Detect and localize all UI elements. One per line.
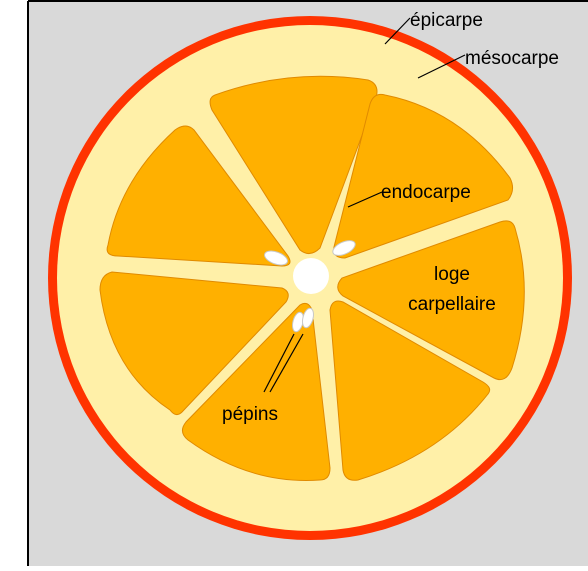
label-mesocarpe: mésocarpe: [465, 48, 559, 69]
label-pepins: pépins: [222, 404, 278, 425]
label-endocarpe: endocarpe: [381, 182, 471, 203]
label-epicarpe: épicarpe: [410, 10, 483, 31]
label-loge-line2: carpellaire: [408, 294, 496, 315]
center-core: [293, 258, 329, 294]
label-loge-line1: loge: [434, 264, 470, 285]
